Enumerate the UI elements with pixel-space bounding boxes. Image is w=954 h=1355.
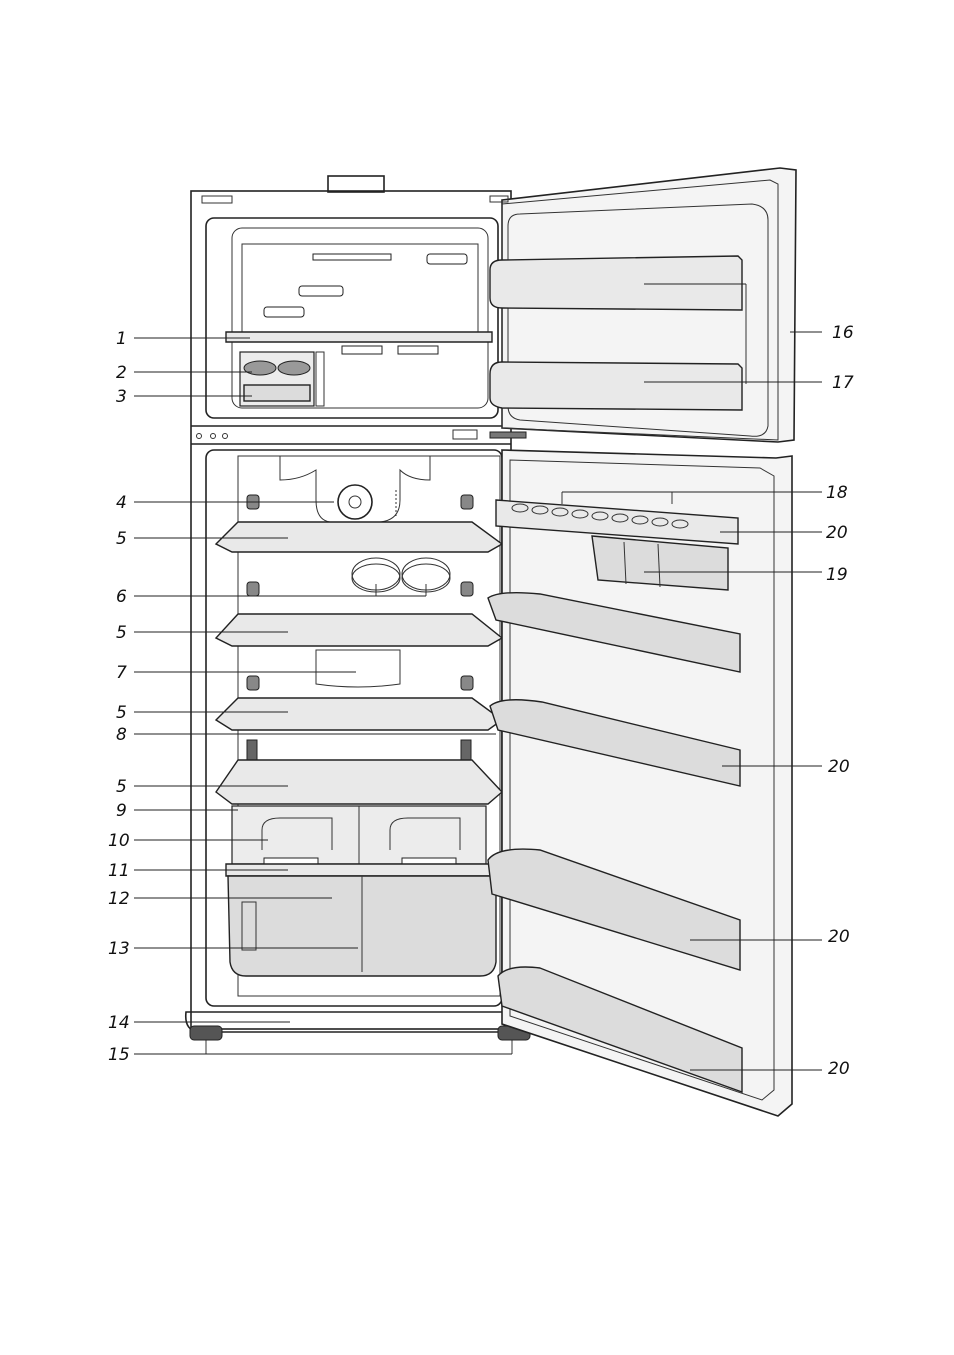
label-5c: 5 [116, 703, 127, 723]
label-5b: 5 [116, 623, 127, 643]
label-16: 16 [832, 323, 854, 343]
label-10: 10 [108, 831, 130, 851]
freezer-door [490, 168, 796, 442]
ice-tray-and-box [240, 352, 324, 406]
label-20d: 20 [828, 1059, 850, 1079]
bottle-rack [352, 558, 450, 592]
label-5d: 5 [116, 777, 127, 797]
label-20a: 20 [826, 523, 848, 543]
labels-left: 1 2 3 4 5 6 5 7 5 8 5 9 10 11 12 13 14 1… [108, 329, 130, 1065]
glass-shelves [216, 522, 502, 804]
label-5a: 5 [116, 529, 127, 549]
label-12: 12 [108, 889, 130, 909]
label-17: 17 [832, 373, 854, 393]
label-8: 8 [116, 725, 127, 745]
label-1: 1 [116, 329, 127, 349]
label-18: 18 [826, 483, 848, 503]
label-20c: 20 [828, 927, 850, 947]
crisper-section [226, 806, 496, 976]
fridge-door [488, 450, 792, 1116]
labels-right: 16 17 18 20 19 20 20 20 [826, 323, 854, 1079]
label-4: 4 [116, 493, 127, 513]
freezer-shelf [226, 332, 492, 342]
label-15: 15 [108, 1045, 130, 1065]
label-3: 3 [116, 387, 127, 407]
label-9: 9 [116, 801, 127, 821]
label-2: 2 [116, 363, 127, 383]
label-20b: 20 [828, 757, 850, 777]
label-11: 11 [108, 861, 130, 881]
label-14: 14 [108, 1013, 130, 1033]
label-19: 19 [826, 565, 848, 585]
fan-cover [280, 456, 430, 522]
label-7: 7 [116, 663, 127, 683]
label-13: 13 [108, 939, 130, 959]
label-6: 6 [116, 587, 127, 607]
light-cover [316, 650, 400, 687]
